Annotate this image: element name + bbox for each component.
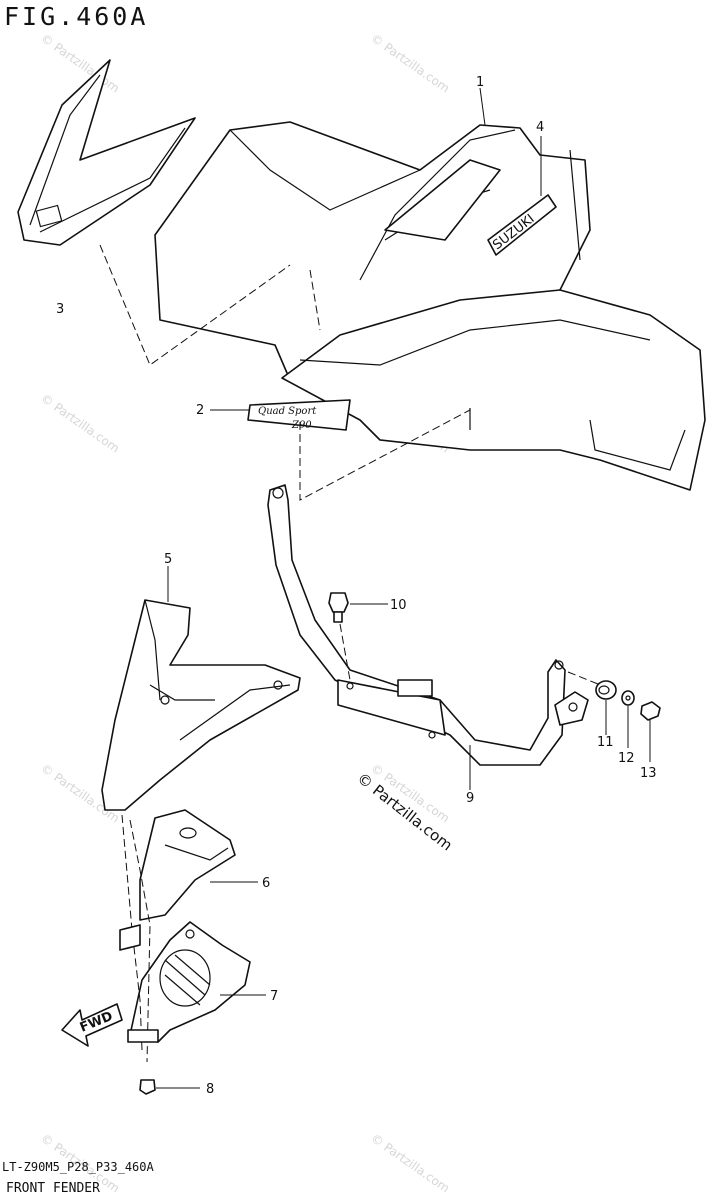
callout-8: 8 — [206, 1082, 214, 1097]
assembly-line — [299, 269, 471, 501]
callout-labels: 1 2 3 4 5 6 7 8 9 10 11 12 13 — [56, 75, 657, 1097]
callout-13: 13 — [640, 766, 657, 781]
part-1-front-fender — [154, 87, 706, 491]
figure-caption: FRONT FENDER — [6, 1181, 100, 1196]
part-12-washer — [621, 690, 635, 748]
watermark: © Partzilla.com — [38, 391, 122, 456]
callout-4: 4 — [536, 120, 544, 135]
part-3-side-decal — [17, 59, 196, 246]
callout-3: 3 — [56, 302, 64, 317]
model-number-text: Z90 — [291, 420, 312, 431]
callout-2: 2 — [196, 403, 204, 418]
assembly-line — [129, 819, 151, 1063]
assembly-line — [121, 814, 143, 1051]
callout-6: 6 — [262, 876, 270, 891]
callout-10: 10 — [390, 598, 407, 613]
part-11-grommet — [567, 671, 617, 735]
callout-5: 5 — [164, 552, 172, 567]
part-7-lower-guard — [129, 921, 266, 1043]
assembly-line — [99, 244, 291, 366]
watermark: © Partzilla.com — [368, 31, 452, 96]
part-13-bolt — [640, 701, 661, 762]
part-6-lower-cover — [139, 809, 258, 921]
part-9-fender-brace — [267, 484, 589, 790]
model-code-label: LT-Z90M5_P28_P33_460A — [2, 1160, 154, 1174]
callout-12: 12 — [618, 751, 635, 766]
leader-line — [479, 87, 486, 126]
watermark: © Partzilla.com — [368, 1131, 452, 1196]
callout-7: 7 — [270, 989, 278, 1004]
callout-9: 9 — [466, 791, 474, 806]
callout-11: 11 — [597, 735, 614, 750]
part-5-front-guard — [101, 566, 301, 811]
figure-title: FIG.460A — [4, 2, 149, 31]
model-decal-text: Quad Sport — [258, 406, 317, 417]
callout-1: 1 — [476, 75, 484, 90]
part-8-screw — [139, 1079, 200, 1095]
fwd-direction-arrow: FWD — [61, 1003, 123, 1047]
part-2-model-decal: Quad Sport Z90 — [210, 399, 351, 431]
part-10-bolt — [328, 592, 388, 681]
